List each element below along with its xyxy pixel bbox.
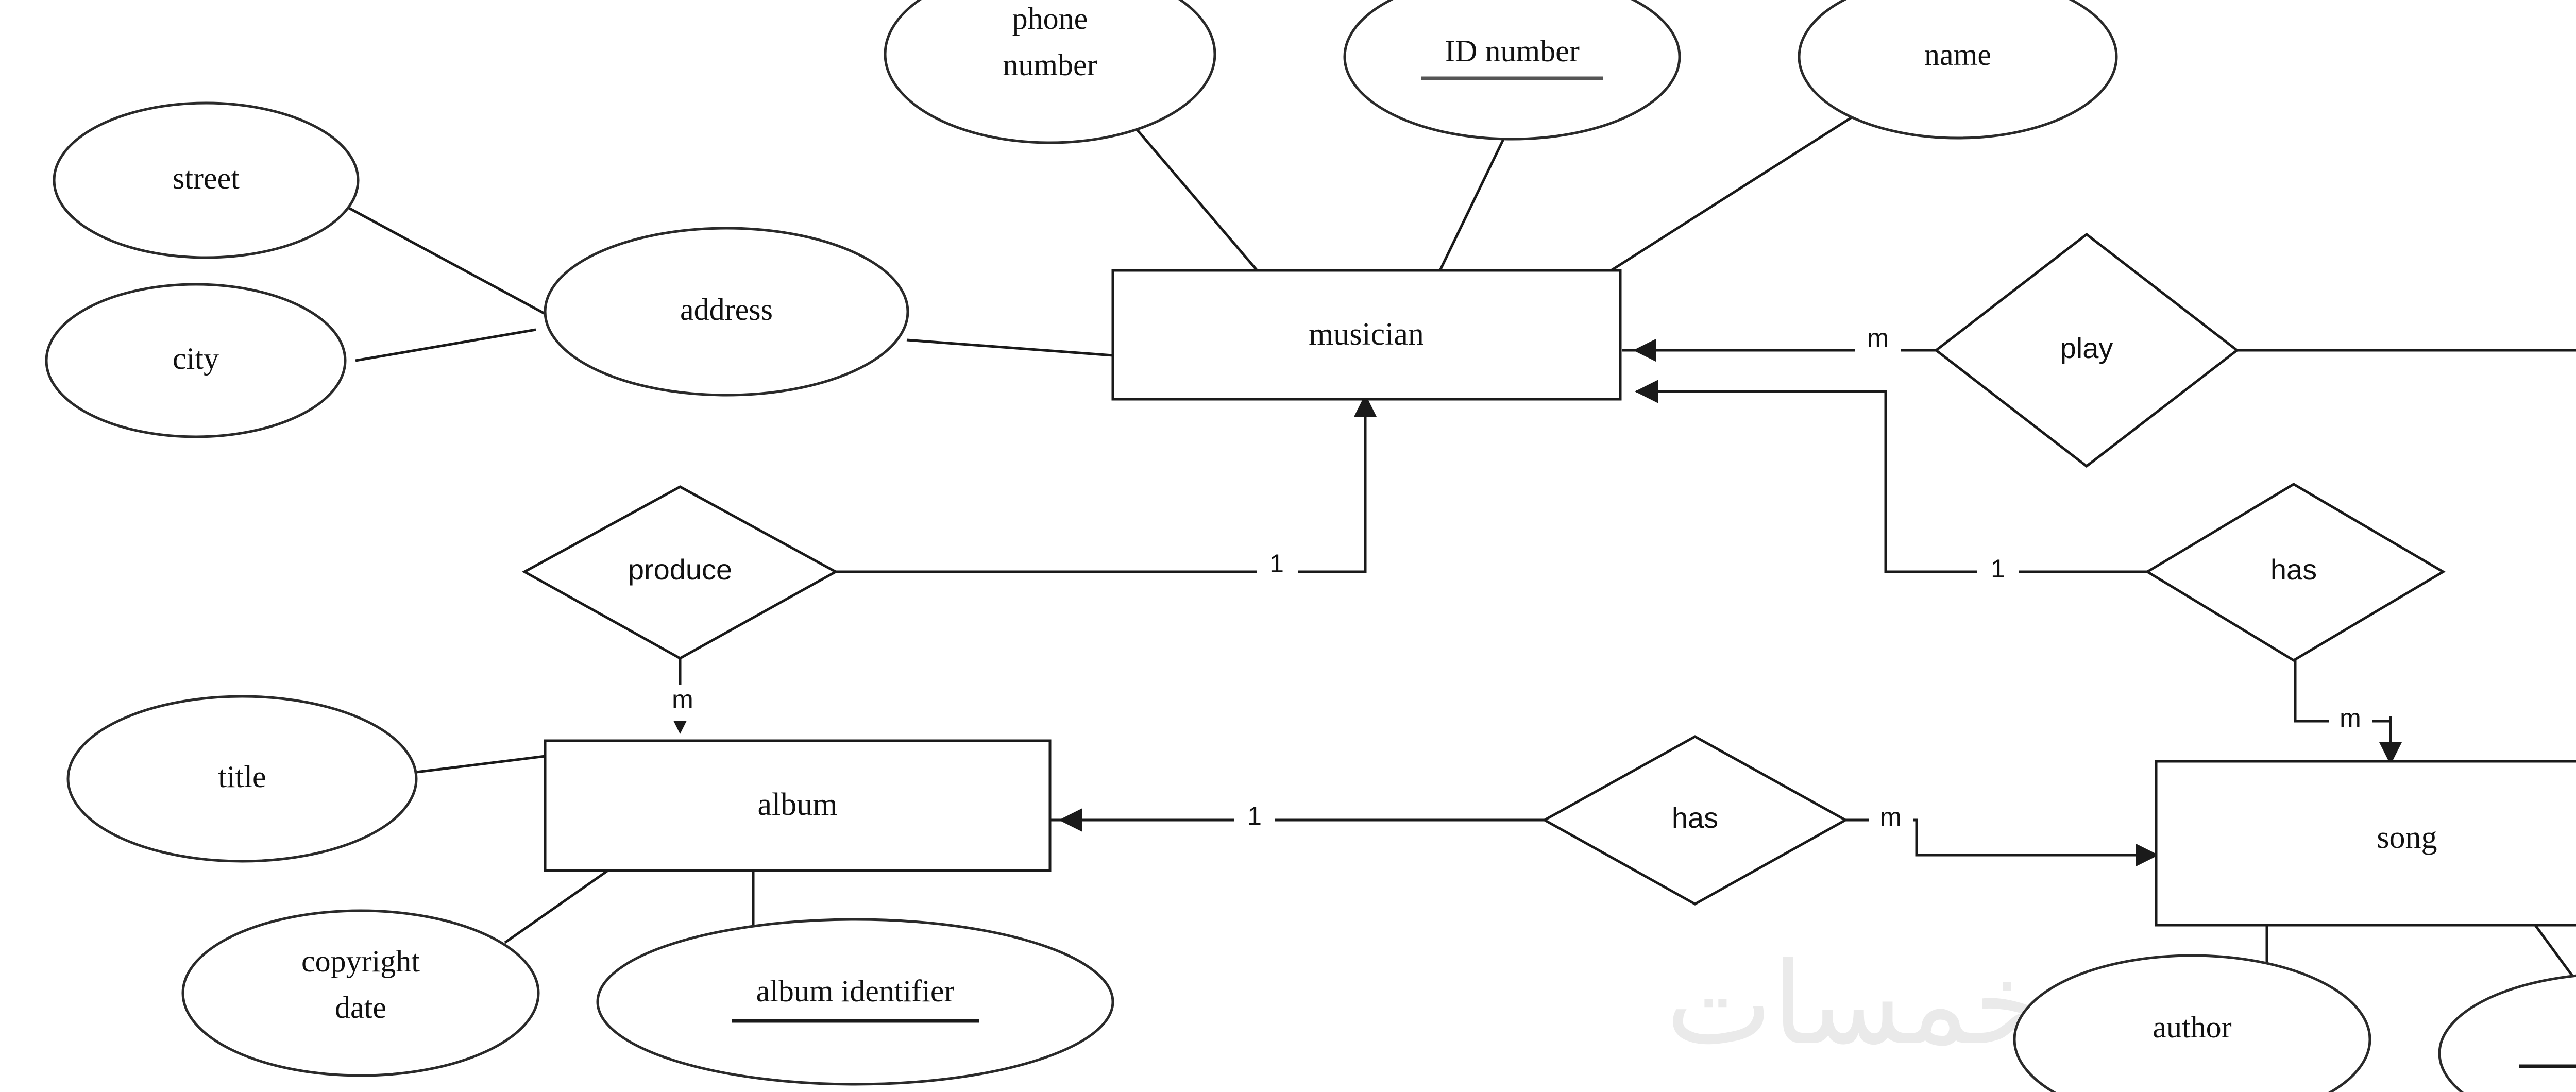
attribute-song-author[interactable]: author — [2013, 954, 2371, 1092]
attribute-city[interactable]: city — [45, 283, 347, 438]
cardinality-produce-1: 1 — [1269, 549, 1284, 578]
attribute-copyright-date[interactable]: copyright date — [181, 909, 540, 1077]
card-album-has-m-bg — [1869, 804, 1913, 840]
attribute-copyright-date-line2: date — [335, 991, 386, 1025]
attribute-album-title-label: title — [218, 760, 266, 794]
attribute-song-author-label: author — [2153, 1010, 2231, 1044]
attribute-album-title[interactable]: title — [66, 695, 418, 863]
watermark-khamsat: خمسات — [1666, 938, 2044, 1070]
attribute-phone-number[interactable]: phone number — [884, 0, 1216, 144]
edge-produce-musician — [835, 407, 1367, 573]
attribute-layer: street city address phone number ID numb… — [45, 0, 2576, 1092]
edge-idnumber-musician — [1438, 115, 1516, 271]
edge-copyrightdate-album — [504, 869, 609, 944]
card-produce-m-bg — [662, 685, 703, 721]
card-album-has-1-bg — [1234, 804, 1275, 840]
cardinality-play-m: m — [1867, 323, 1889, 352]
entity-album-label: album — [758, 787, 838, 822]
attribute-id-number-label: ID number — [1445, 34, 1580, 68]
attribute-album-identifier[interactable]: album identifier — [596, 918, 1114, 1086]
edge-songtitle-song — [2533, 924, 2576, 983]
cardinality-musician-has-1: 1 — [1991, 554, 2005, 583]
relationship-layer: play produce has has — [521, 232, 2446, 906]
card-musician-has-m-bg — [2329, 705, 2372, 741]
card-produce-1-bg — [1257, 550, 1298, 587]
attribute-album-identifier-label: album identifier — [756, 974, 955, 1008]
relationship-play-label: play — [2060, 332, 2113, 364]
relationship-produce-label: produce — [628, 553, 732, 586]
attribute-street[interactable]: street — [53, 101, 360, 259]
entity-song[interactable]: song — [2155, 760, 2576, 927]
entity-song-label: song — [2377, 820, 2437, 855]
attribute-city-label: city — [173, 342, 219, 376]
attribute-phone-number-line1: phone — [1012, 2, 1088, 36]
card-musician-has-1-bg — [1977, 555, 2019, 591]
attribute-address-label: address — [680, 293, 773, 327]
edge-address-musician — [906, 338, 1113, 357]
attribute-phone-number-line2: number — [1003, 48, 1097, 82]
cardinality-album-has-m: m — [1880, 803, 1902, 831]
cardinality-produce-m: m — [672, 685, 693, 714]
relationship-album-has-song[interactable]: has — [1541, 735, 1849, 906]
relationship-play[interactable]: play — [1934, 232, 2240, 468]
entity-musician-label: musician — [1309, 317, 1424, 352]
card-play-m-bg — [1855, 326, 1901, 362]
attribute-address[interactable]: address — [544, 227, 909, 397]
attribute-musician-name-label: name — [1924, 38, 1991, 72]
cardinality-layer: m n 1 m 1 m 1 m — [662, 323, 2372, 840]
entity-layer: musician instrument album song — [544, 269, 2576, 927]
entity-musician[interactable]: musician — [1111, 269, 1622, 401]
relationship-album-has-song-label: has — [1672, 801, 1718, 834]
attribute-id-number[interactable]: ID number — [1343, 0, 1681, 141]
attribute-song-title[interactable]: title — [2438, 974, 2576, 1092]
relationship-produce[interactable]: produce — [521, 485, 839, 660]
attribute-copyright-date-line1: copyright — [301, 944, 420, 978]
attribute-street-label: street — [173, 161, 240, 195]
relationship-musician-has-song-label: has — [2270, 553, 2317, 586]
relationship-musician-has-song[interactable]: has — [2145, 483, 2446, 662]
edge-street-address — [344, 204, 550, 317]
entity-album[interactable]: album — [544, 739, 1052, 872]
cardinality-album-has-1: 1 — [1247, 801, 1262, 830]
edge-albumtitle-album — [412, 755, 546, 774]
edge-city-address — [355, 328, 536, 362]
attribute-musician-name[interactable]: name — [1798, 0, 2118, 140]
cardinality-musician-has-m: m — [2340, 704, 2361, 732]
edge-name-musician — [1586, 104, 1871, 287]
